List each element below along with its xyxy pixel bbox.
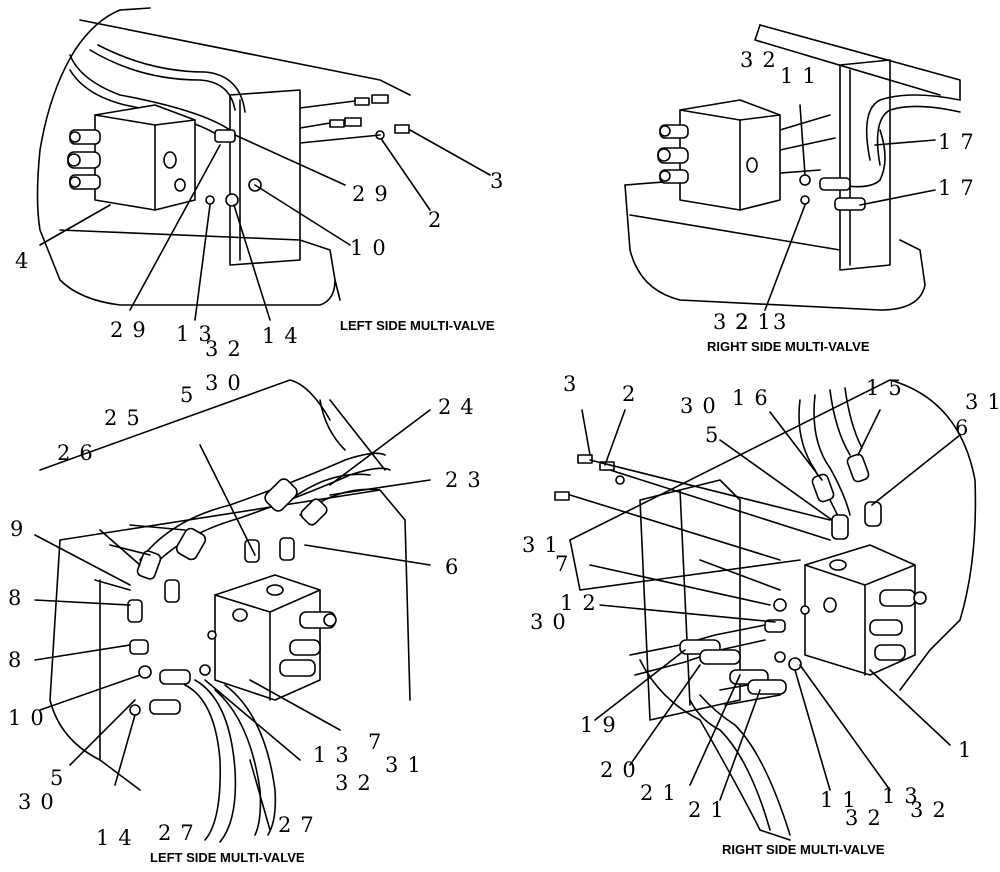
callout-bottom-right: 13: [882, 784, 927, 808]
callout-bottom-right: 15: [866, 376, 911, 400]
callout-top-left: 14: [262, 324, 307, 348]
callout-bottom-left: 8: [8, 586, 31, 610]
callout-top-right: 32: [740, 48, 785, 72]
callout-top-right: 17: [938, 176, 983, 200]
callout-bottom-left: 6: [445, 555, 468, 579]
caption-top-left: LEFT SIDE MULTI-VALVE: [340, 318, 495, 333]
callout-top-left: 32: [205, 337, 250, 361]
callout-bottom-right: 1: [958, 738, 981, 762]
callout-bottom-left: 30: [205, 371, 250, 395]
callout-bottom-left: 10: [8, 706, 53, 730]
bottom-left-assembly: [34, 379, 431, 843]
callout-top-right: 17: [938, 130, 983, 154]
callout-bottom-left: 27: [158, 821, 203, 845]
callout-bottom-right: 12: [560, 591, 605, 615]
callout-bottom-right: 31: [522, 533, 567, 557]
callout-bottom-right: 11: [820, 788, 865, 812]
callout-bottom-right: 30: [680, 394, 725, 418]
callout-bottom-right: 21: [640, 781, 685, 805]
callout-bottom-left: 8: [8, 648, 31, 672]
callout-top-left: 29: [352, 182, 397, 206]
callout-bottom-right: 6: [955, 416, 978, 440]
callout-bottom-left: 31: [385, 753, 430, 777]
caption-top-right: RIGHT SIDE MULTI-VALVE: [707, 339, 870, 354]
callout-bottom-left: 32: [335, 771, 380, 795]
callout-bottom-left: 13: [313, 743, 358, 767]
callout-bottom-left: 5: [50, 766, 73, 790]
callout-bottom-left: 9: [10, 517, 33, 541]
callout-bottom-right: 19: [580, 713, 625, 737]
callout-bottom-right: 21: [688, 798, 733, 822]
callout-bottom-left: 27: [278, 813, 323, 837]
callout-bottom-right: 20: [600, 758, 645, 782]
callout-top-right: 11: [780, 64, 825, 88]
callout-bottom-right: 32: [910, 798, 955, 822]
callout-bottom-left: 25: [104, 406, 149, 430]
callout-top-left: 10: [350, 236, 395, 260]
callout-top-right: 32: [713, 310, 758, 334]
callout-bottom-left: 26: [57, 441, 102, 465]
caption-bottom-right: RIGHT SIDE MULTI-VALVE: [722, 842, 885, 857]
callout-bottom-right: 5: [705, 423, 728, 447]
caption-bottom-left: LEFT SIDE MULTI-VALVE: [150, 850, 305, 865]
callout-top-left: 13: [176, 322, 221, 346]
callout-bottom-left: 5: [180, 383, 203, 407]
callout-top-right: 3: [773, 310, 796, 334]
callout-bottom-right: 7: [555, 552, 578, 576]
callout-top-left: 2: [428, 208, 451, 232]
callout-bottom-left: 7: [368, 730, 391, 754]
callout-top-left: 3: [490, 169, 513, 193]
callout-top-left: 29: [110, 318, 155, 342]
callout-bottom-left: 30: [18, 790, 63, 814]
callout-bottom-right: 32: [845, 806, 890, 830]
callout-top-right: 21: [735, 310, 780, 334]
top-right-assembly: [624, 24, 961, 311]
callout-bottom-right: 16: [732, 386, 777, 410]
callout-bottom-right: 2: [622, 382, 645, 406]
callout-bottom-right: 31: [965, 390, 1000, 414]
top-left-assembly: [36, 7, 491, 321]
callout-bottom-left: 24: [438, 395, 483, 419]
callout-bottom-right: 3: [563, 372, 586, 396]
bottom-right-assembly: [554, 379, 977, 841]
callout-top-left: 4: [15, 249, 38, 273]
callout-bottom-right: 30: [530, 610, 575, 634]
callout-bottom-left: 23: [445, 468, 490, 492]
callout-bottom-left: 14: [96, 826, 141, 850]
